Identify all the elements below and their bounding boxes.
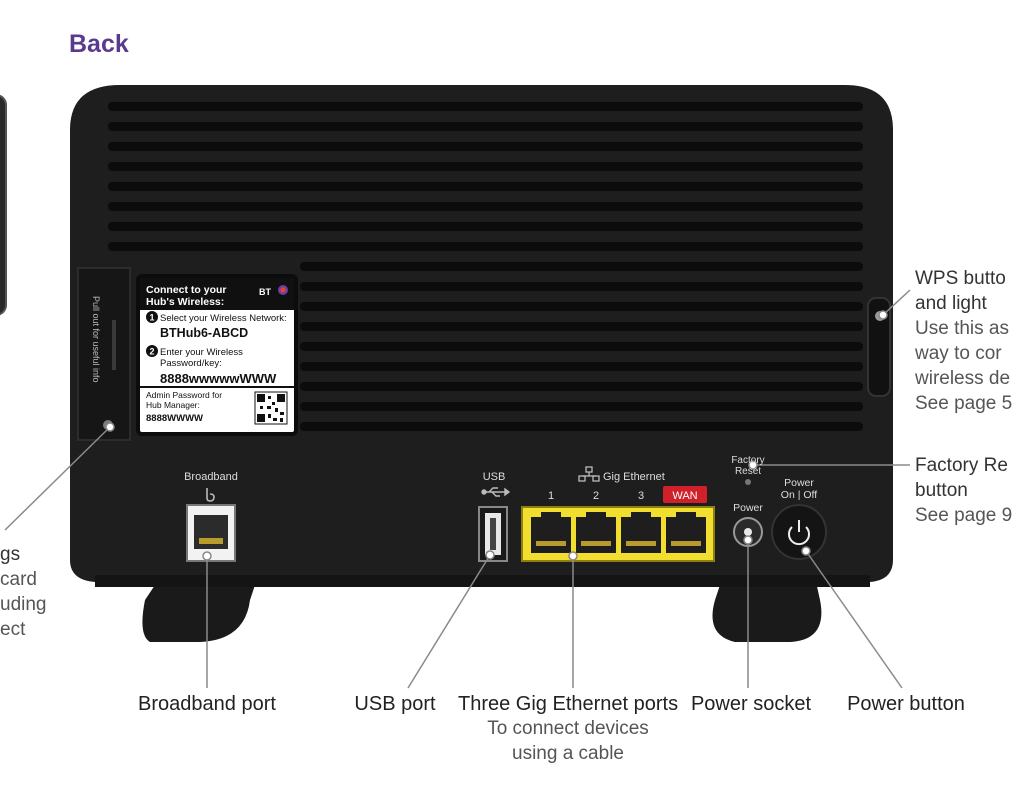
sticker-step2-label-2: Password/key: xyxy=(160,358,222,369)
sticker-network-name: BTHub6-ABCD xyxy=(160,326,248,340)
qr-code xyxy=(254,391,288,425)
vent-grille xyxy=(108,102,863,431)
label-power-button-2: On | Off xyxy=(781,489,817,501)
usb-icon xyxy=(481,487,511,497)
sticker-admin-label-2: Hub Manager: xyxy=(146,400,200,410)
ethernet-port-2[interactable] xyxy=(576,512,616,553)
pull-out-text: Pull out for useful info xyxy=(91,296,101,383)
factory-reset-callout-desc: See page 9 xyxy=(915,505,1012,526)
side-device-fragment xyxy=(0,94,7,316)
left-callout-line-4: ect xyxy=(0,619,26,640)
broadband-icon xyxy=(206,488,215,502)
pull-out-card-tray[interactable] xyxy=(77,267,131,441)
sticker-wireless-key: 8888wwwwwWWW xyxy=(160,371,277,386)
label-gig-ethernet: Gig Ethernet xyxy=(603,471,665,483)
svg-text:2: 2 xyxy=(150,347,155,357)
ethernet-ports-title: Three Gig Ethernet ports xyxy=(458,693,679,715)
power-button-label: Power button xyxy=(847,693,965,715)
ethernet-ports-label: Three Gig Ethernet ports To connect devi… xyxy=(458,693,678,766)
label-factory-reset-1: Factory xyxy=(731,455,764,466)
wireless-info-sticker: 1 2 xyxy=(136,274,298,436)
left-callout: gs card uding ect xyxy=(0,542,47,642)
usb-port-label: USB port xyxy=(354,693,436,715)
wps-callout-desc-4: See page 5 xyxy=(915,393,1012,414)
power-socket-label: Power socket xyxy=(690,693,812,715)
sticker-heading-2: Hub's Wireless: xyxy=(146,296,224,308)
ethernet-port-3[interactable] xyxy=(621,512,661,553)
sticker-step1-label: Select your Wireless Network: xyxy=(160,313,287,324)
label-power-button-1: Power xyxy=(784,477,814,489)
leader-lines xyxy=(4,289,911,689)
left-callout-line-3: uding xyxy=(0,594,47,615)
wps-callout-desc-3: wireless de xyxy=(915,368,1011,389)
ethernet-port-1[interactable] xyxy=(531,512,571,553)
sticker-brand: BT xyxy=(259,287,271,297)
label-wan: WAN xyxy=(672,490,697,502)
label-power-socket: Power xyxy=(733,502,763,514)
sticker-heading-1: Connect to your xyxy=(146,284,227,296)
ethernet-ports-desc-1: To connect devices xyxy=(487,718,649,739)
broadband-port-label: Broadband port xyxy=(138,693,276,715)
label-usb: USB xyxy=(483,471,506,483)
label-port-1: 1 xyxy=(548,490,554,502)
page-title: Back xyxy=(69,30,129,58)
sticker-admin-password: 8888WWWW xyxy=(146,413,203,424)
factory-reset-callout: Factory Re button See page 9 xyxy=(915,453,1012,528)
svg-text:1: 1 xyxy=(150,313,155,323)
sticker-step2-label-1: Enter your Wireless xyxy=(160,347,243,358)
broadband-port[interactable] xyxy=(186,504,236,562)
factory-reset-callout-title-1: Factory Re xyxy=(915,455,1008,476)
left-callout-line-2: card xyxy=(0,569,37,590)
wan-badge xyxy=(663,486,707,503)
label-port-2: 2 xyxy=(593,490,599,502)
wps-callout: WPS butto and light Use this as way to c… xyxy=(915,266,1012,416)
wps-callout-title-1: WPS butto xyxy=(915,268,1006,289)
wan-port[interactable] xyxy=(666,512,706,553)
wps-button[interactable] xyxy=(867,297,891,397)
sticker-admin-label-1: Admin Password for xyxy=(146,390,222,400)
left-callout-line-1: gs xyxy=(0,544,21,565)
wps-callout-title-2: and light xyxy=(915,293,987,314)
label-broadband: Broadband xyxy=(184,471,238,483)
wps-callout-desc-2: way to cor xyxy=(915,343,1002,364)
wps-callout-desc-1: Use this as xyxy=(915,318,1009,339)
factory-reset-pinhole[interactable] xyxy=(745,479,751,485)
power-button[interactable] xyxy=(771,504,827,560)
network-icon xyxy=(578,466,600,482)
label-factory-reset-2: Reset xyxy=(735,466,761,477)
ethernet-ports-desc-2: using a cable xyxy=(512,743,624,764)
factory-reset-callout-title-2: button xyxy=(915,480,968,501)
label-port-3: 3 xyxy=(638,490,644,502)
